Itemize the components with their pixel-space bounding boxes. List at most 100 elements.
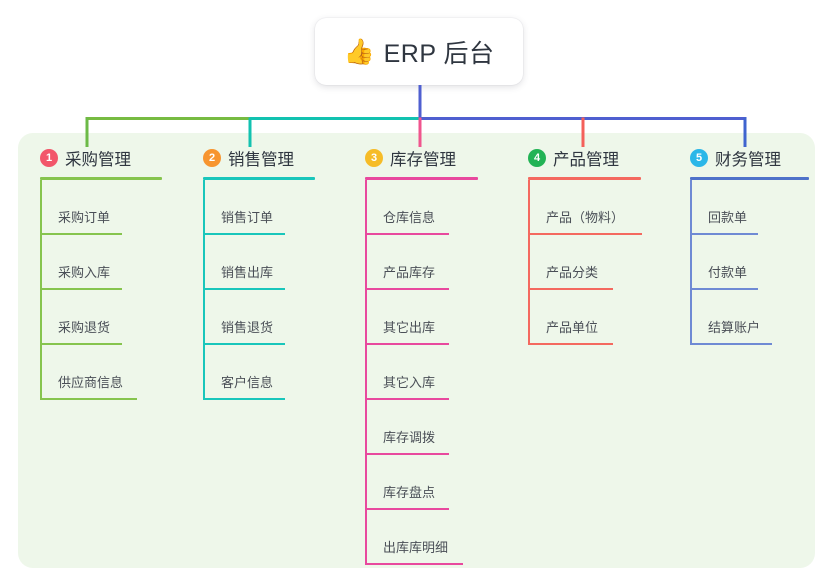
column-spine-2 [203,180,205,400]
leaf-rule [365,453,449,455]
leaf-item[interactable]: 出库库明细 [365,510,478,565]
column-spine-3 [365,180,367,565]
leaf-label: 销售退货 [221,320,274,335]
column-spine-1 [40,180,42,400]
leaf-label: 出库库明细 [383,540,449,555]
leaf-rule [40,343,122,345]
leaf-label: 销售订单 [221,210,274,225]
root-title: ERP 后台 [383,39,495,68]
column-badge-4: 4 [528,149,546,167]
leaf-item[interactable]: 仓库信息 [365,180,478,235]
column-title-4: 产品管理 [553,151,619,169]
column-header-4[interactable]: 4 产品管理 [528,146,641,170]
leaf-item[interactable]: 客户信息 [203,345,315,400]
column-items-5: 回款单付款单结算账户 [690,180,809,345]
column-items-4: 产品（物料） 产品分类产品单位 [528,180,642,345]
leaf-rule [690,343,772,345]
leaf-rule [528,288,613,290]
column-title-1: 采购管理 [65,151,131,169]
leaf-rule [528,343,613,345]
column-spine-5 [690,180,692,345]
leaf-rule [203,288,285,290]
leaf-item[interactable]: 其它入库 [365,345,478,400]
column-header-rule-5 [690,177,809,180]
leaf-rule [690,233,758,235]
leaf-item[interactable]: 销售订单 [203,180,315,235]
leaf-label: 产品单位 [546,320,599,335]
leaf-item[interactable]: 供应商信息 [40,345,162,400]
leaf-rule [40,233,122,235]
leaf-rule [365,508,449,510]
leaf-label: 采购入库 [58,265,111,280]
leaf-item[interactable]: 其它出库 [365,290,478,345]
leaf-item[interactable]: 销售出库 [203,235,315,290]
column-4: 4 产品管理产品（物料） 产品分类产品单位 [528,146,642,345]
column-header-rule-1 [40,177,162,180]
column-title-2: 销售管理 [228,151,294,169]
column-badge-5: 5 [690,149,708,167]
column-5: 5 财务管理回款单付款单结算账户 [690,146,809,345]
leaf-label: 仓库信息 [383,210,436,225]
leaf-label: 结算账户 [708,320,761,335]
leaf-rule [40,288,122,290]
column-items-2: 销售订单销售出库销售退货客户信息 [203,180,315,400]
leaf-item[interactable]: 产品（物料） [528,180,642,235]
column-items-3: 仓库信息产品库存其它出库其它入库库存调拨库存盘点出库库明细 [365,180,478,565]
leaf-label: 产品分类 [546,265,599,280]
leaf-item[interactable]: 销售退货 [203,290,315,345]
leaf-item[interactable]: 产品库存 [365,235,478,290]
leaf-label: 采购订单 [58,210,111,225]
leaf-item[interactable]: 采购退货 [40,290,162,345]
leaf-label: 其它入库 [383,375,436,390]
column-title-3: 库存管理 [390,151,456,169]
leaf-rule [365,233,449,235]
root-node[interactable]: 👍 ERP 后台 [315,18,523,85]
leaf-rule [365,343,449,345]
leaf-rule [690,288,758,290]
leaf-rule [528,233,642,235]
leaf-label: 客户信息 [221,375,274,390]
leaf-label: 库存调拨 [383,430,436,445]
column-header-rule-2 [203,177,315,180]
leaf-label: 产品（物料） [546,210,625,225]
leaf-label: 产品库存 [383,265,436,280]
column-header-2[interactable]: 2 销售管理 [203,146,315,170]
leaf-label: 付款单 [708,265,748,280]
leaf-label: 采购退货 [58,320,111,335]
leaf-item[interactable]: 库存调拨 [365,400,478,455]
column-spine-4 [528,180,530,345]
leaf-item[interactable]: 付款单 [690,235,809,290]
leaf-item[interactable]: 库存盘点 [365,455,478,510]
leaf-label: 库存盘点 [383,485,436,500]
leaf-item[interactable]: 产品分类 [528,235,641,290]
leaf-rule [203,233,285,235]
column-header-5[interactable]: 5 财务管理 [690,146,809,170]
column-badge-2: 2 [203,149,221,167]
column-header-rule-3 [365,177,478,180]
column-badge-3: 3 [365,149,383,167]
leaf-rule [365,563,463,565]
leaf-label: 销售出库 [221,265,274,280]
leaf-label: 其它出库 [383,320,436,335]
column-2: 2 销售管理销售订单销售出库销售退货客户信息 [203,146,315,400]
leaf-rule [365,398,449,400]
column-header-3[interactable]: 3 库存管理 [365,146,478,170]
column-title-5: 财务管理 [715,151,781,169]
leaf-rule [40,398,137,400]
leaf-rule [365,288,449,290]
leaf-label: 供应商信息 [58,375,124,390]
leaf-rule [203,398,285,400]
leaf-item[interactable]: 采购订单 [40,180,162,235]
leaf-item[interactable]: 采购入库 [40,235,162,290]
column-3: 3 库存管理仓库信息产品库存其它出库其它入库库存调拨库存盘点出库库明细 [365,146,478,565]
leaf-item[interactable]: 回款单 [690,180,809,235]
diagram-panel [18,133,815,568]
column-header-rule-4 [528,177,641,180]
leaf-item[interactable]: 结算账户 [690,290,809,345]
column-items-1: 采购订单采购入库采购退货供应商信息 [40,180,162,400]
leaf-item[interactable]: 产品单位 [528,290,641,345]
leaf-label: 回款单 [708,210,748,225]
